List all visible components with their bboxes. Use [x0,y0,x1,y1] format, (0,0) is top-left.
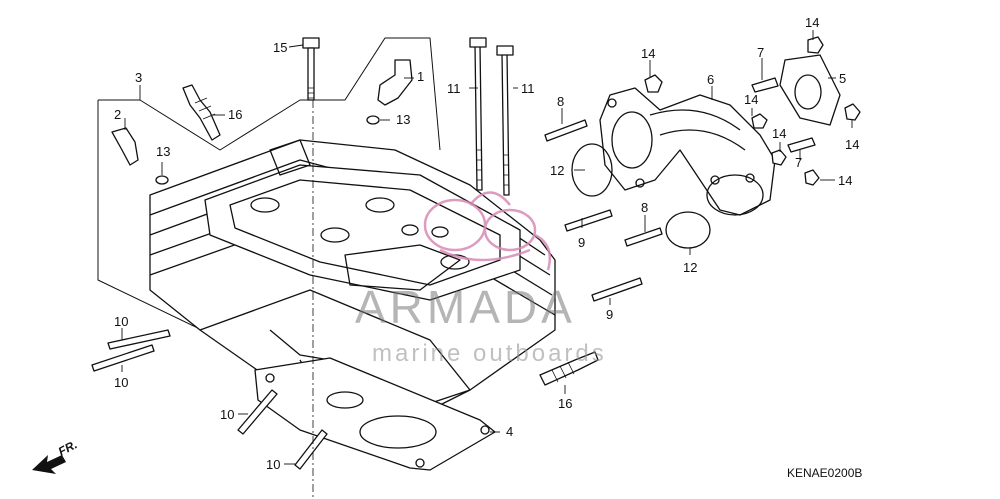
callout-14-e: 14 [845,137,860,152]
callout-8-upper: 8 [557,94,565,109]
watermark-tagline: marine outboards [372,340,607,367]
callout-16-top: 16 [228,107,243,122]
diagram-code: KENAE0200B [787,466,863,480]
callout-3: 3 [135,70,143,85]
callout-5: 5 [839,71,847,86]
callout-7-upper: 7 [757,45,765,60]
callout-11-left: 11 [447,81,461,96]
callout-13-top: 13 [396,112,411,127]
intake-pipe [599,87,776,216]
spark-plug-lower [539,351,599,386]
callout-10-b: 10 [114,375,129,390]
bolt-15 [302,37,320,101]
plug-2 [111,127,139,166]
stud-10-c [237,389,278,435]
nuts-14 [644,36,861,186]
callout-11-right: 11 [521,81,535,96]
bolt-7-upper [751,77,779,93]
washer-13-top [366,115,380,125]
callout-10-a: 10 [114,314,129,329]
callout-2: 2 [114,107,122,122]
bolt-7-lower [787,137,816,153]
callout-10-c: 10 [220,407,235,422]
front-arrow-icon [32,455,66,474]
callout-9-upper: 9 [578,235,586,250]
callout-9-lower: 9 [606,307,614,322]
callout-13-left: 13 [156,144,171,159]
stud-8-lower [624,227,663,247]
callout-12-lower: 12 [683,260,698,275]
stud-10-d [294,429,328,470]
callout-14-b: 14 [805,15,820,30]
stud-10-a [107,329,171,350]
gasket-12-upper [571,143,613,197]
callout-16-lower: 16 [558,396,573,411]
callout-7-lower: 7 [795,155,803,170]
callout-8-lower: 8 [641,200,649,215]
flange-5 [779,54,841,126]
callout-10-d: 10 [266,457,281,472]
callout-14-a: 14 [641,46,656,61]
callout-4: 4 [506,424,514,439]
callout-15: 15 [273,40,288,55]
watermark-logo [423,191,552,271]
cylinder-head [149,139,556,421]
stud-9-lower [591,277,643,302]
leader-lines [121,30,853,465]
spark-plug-top [182,84,221,141]
stud-9-upper [564,209,613,232]
head-gasket [254,357,496,471]
callout-14-c: 14 [744,92,759,107]
callout-1: 1 [417,69,425,84]
fitting-1 [377,59,413,106]
long-bolts [469,37,514,196]
stud-8-upper [544,119,588,142]
callout-14-f: 14 [838,173,853,188]
stud-10-b [91,344,155,372]
callout-12-upper: 12 [550,163,565,178]
callout-6: 6 [707,72,715,87]
watermark-brand: ARMADA [355,281,576,333]
washer-13-left [155,175,169,185]
gasket-12-lower [665,211,711,249]
callout-14-d: 14 [772,126,787,141]
